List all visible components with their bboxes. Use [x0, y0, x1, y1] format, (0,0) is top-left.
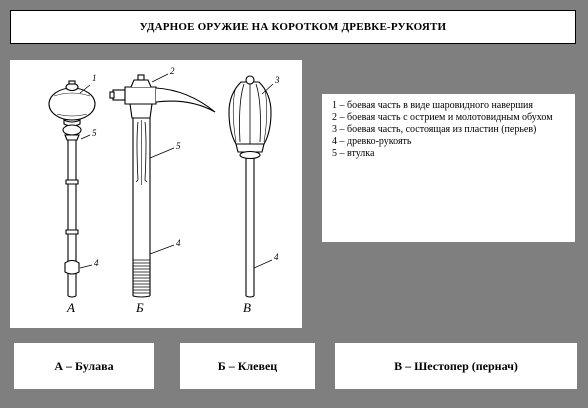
- callout-5-a: 5: [92, 128, 97, 138]
- legend-text: боевая часть в виде шаровидного навершия: [347, 100, 533, 111]
- legend-item: 4 – древко-рукоять: [332, 136, 567, 148]
- callout-1: 1: [92, 73, 97, 83]
- callout-5-b: 5: [176, 141, 181, 151]
- legend-text: втулка: [347, 148, 375, 159]
- legend-item: 3 – боевая часть, состоящая из пластин (…: [332, 124, 567, 136]
- legend-item: 2 – боевая часть с острием и молотовидны…: [332, 112, 567, 124]
- callout-3: 3: [274, 75, 280, 85]
- weapons-drawing: 1 5 4 2 5 4 3 4 А Б В: [48, 66, 280, 315]
- legend-text: боевая часть, состоящая из пластин (перь…: [347, 124, 537, 135]
- label-klevets: Б – Клевец: [180, 343, 315, 389]
- weapons-figure: 1 5 4 2 5 4 3 4 А Б В: [10, 60, 302, 328]
- legend-number: 4 –: [332, 136, 347, 147]
- klevets-drawing: [109, 73, 216, 298]
- legend-item: 5 – втулка: [332, 148, 567, 160]
- callout-4-b: 4: [176, 238, 181, 248]
- mace-drawing: [48, 80, 96, 298]
- page-title: УДАРНОЕ ОРУЖИЕ НА КОРОТКОМ ДРЕВКЕ-РУКОЯТ…: [10, 10, 576, 44]
- legend-number: 5 –: [332, 148, 347, 159]
- label-bulava: А – Булава: [14, 343, 154, 389]
- letter-a: А: [66, 300, 75, 315]
- legend-text: древко-рукоять: [347, 136, 412, 147]
- label-shestoper: В – Шестопер (пернач): [335, 343, 577, 389]
- shestoper-drawing: [228, 75, 274, 298]
- callout-2: 2: [170, 66, 175, 76]
- letter-c: В: [243, 300, 251, 315]
- legend-text: боевая часть с острием и молотовидным об…: [347, 112, 553, 123]
- legend: 1 – боевая часть в виде шаровидного наве…: [322, 94, 575, 242]
- letter-b: Б: [135, 300, 144, 315]
- callout-4-a: 4: [94, 258, 99, 268]
- callout-4-c: 4: [274, 252, 279, 262]
- legend-number: 3 –: [332, 124, 347, 135]
- legend-item: 1 – боевая часть в виде шаровидного наве…: [332, 100, 567, 112]
- legend-number: 1 –: [332, 100, 347, 111]
- legend-number: 2 –: [332, 112, 347, 123]
